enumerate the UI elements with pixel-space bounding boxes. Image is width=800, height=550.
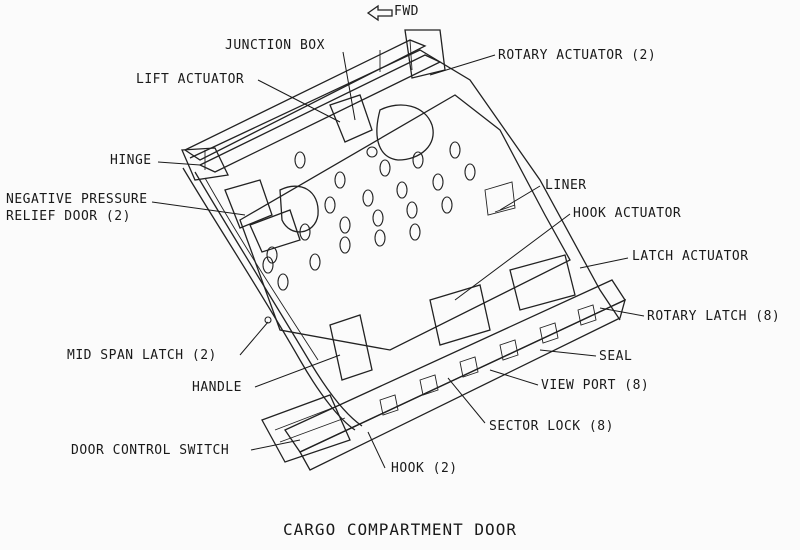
fwd-label: FWD [394,4,419,19]
panel-holes [262,141,476,291]
label-latch-actuator: LATCH ACTUATOR [632,249,749,264]
arrow-left-outline-icon [366,4,393,22]
label-negative-pressure-1: NEGATIVE PRESSURE [6,192,148,207]
label-rotary-actuator: ROTARY ACTUATOR (2) [498,48,657,63]
label-door-control-switch: DOOR CONTROL SWITCH [71,443,230,458]
label-handle: HANDLE [192,380,242,395]
label-sector-lock: SECTOR LOCK (8) [489,419,614,434]
relief-door-assembly [224,179,319,253]
label-view-port: VIEW PORT (8) [541,378,650,393]
label-mid-span-latch: MID SPAN LATCH (2) [67,348,217,363]
label-rotary-latch: ROTARY LATCH (8) [647,309,781,324]
leader-lines [151,51,645,469]
label-hook: HOOK (2) [391,461,458,476]
label-lift-actuator: LIFT ACTUATOR [136,72,245,87]
label-hinge: HINGE [110,153,152,168]
junction-box-assembly [329,94,434,161]
label-seal: SEAL [599,349,633,364]
label-liner: LINER [545,178,587,193]
liner-panel [484,181,516,216]
door-panel-outline [182,49,621,431]
sill-latch-beam [261,254,627,471]
label-hook-actuator: HOOK ACTUATOR [573,206,682,221]
mid-span-latch-pin [264,316,272,324]
label-junction-box: JUNCTION BOX [225,38,325,53]
hinge-rail [181,29,446,181]
figure-title: CARGO COMPARTMENT DOOR [283,520,517,539]
label-negative-pressure-2: RELIEF DOOR (2) [6,209,131,224]
